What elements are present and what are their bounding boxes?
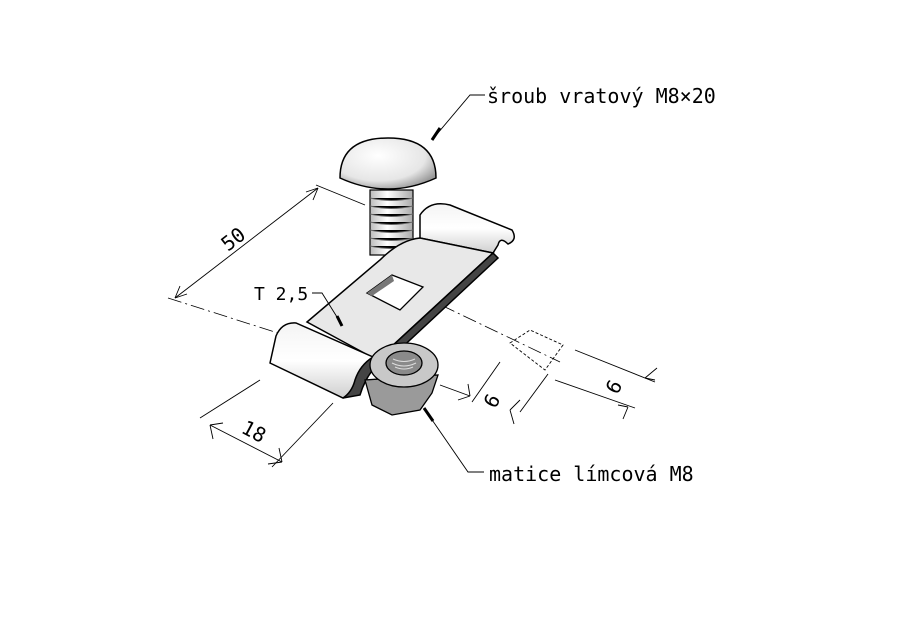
dim-width-18: 18 (238, 415, 271, 448)
dim-length-50: 50 (216, 222, 250, 256)
dim-hole-offset-b: 9 (600, 376, 627, 398)
carriage-bolt (339, 137, 437, 256)
bolt-label: šroub vratový M8×20 (487, 84, 716, 108)
flange-nut (364, 342, 439, 416)
nut-label: matice límcová M8 (489, 462, 694, 486)
thickness-label: T 2,5 (254, 284, 308, 305)
dimension-lines (174, 184, 658, 468)
leader-lines (312, 94, 485, 473)
bolt-head (339, 137, 437, 190)
dim-hole-offset-a: 9 (478, 390, 505, 412)
